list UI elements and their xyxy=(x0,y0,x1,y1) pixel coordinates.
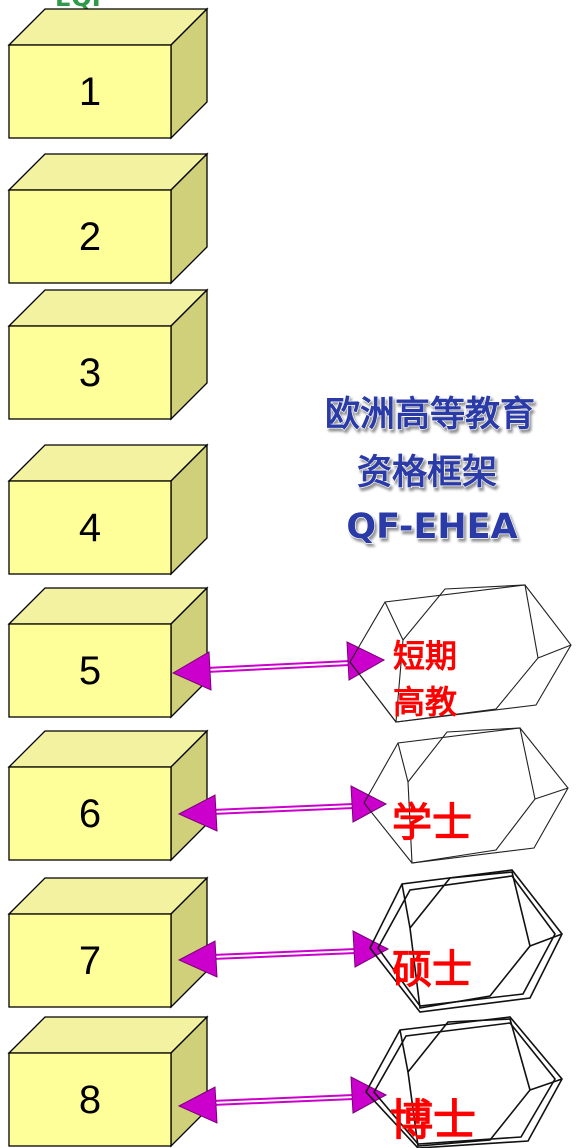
level-box-2: 2 xyxy=(7,152,209,285)
level-box-label: 4 xyxy=(79,506,101,550)
level-box-label: 5 xyxy=(79,649,101,693)
mapping-arrow-6 xyxy=(177,785,388,832)
level-box-label: 7 xyxy=(79,939,101,983)
hex-label-6: 学士 xyxy=(392,800,472,846)
level-box-3: 3 xyxy=(7,288,209,421)
hex-label-7: 硕士 xyxy=(392,947,472,993)
level-box-8: 8 xyxy=(7,1015,209,1148)
qf-ehea-title: 欧洲高等教育 资格框架 QF-EHEA xyxy=(324,394,535,547)
hex-prism-8 xyxy=(365,1016,563,1148)
qf-ehea-title-line1: 欧洲高等教育 xyxy=(325,395,535,435)
level-box-1: 1 xyxy=(7,7,209,140)
level-box-label: 2 xyxy=(79,215,101,259)
hex-prism-5 xyxy=(349,584,572,723)
level-box-7: 7 xyxy=(7,876,209,1009)
level-box-label: 3 xyxy=(79,351,101,395)
hex-prism-7 xyxy=(369,869,563,1013)
hex-label-5-line1: 短期 xyxy=(393,637,457,675)
level-box-4: 4 xyxy=(7,443,209,576)
level-box-6: 6 xyxy=(7,729,209,862)
mapping-arrow-8 xyxy=(177,1076,388,1124)
level-box-label: 8 xyxy=(79,1078,101,1122)
qf-ehea-title-line3: QF-EHEA xyxy=(346,507,517,547)
level-box-label: 1 xyxy=(79,70,101,114)
hex-label-8: 博士 xyxy=(390,1096,476,1146)
hex-prism-6 xyxy=(363,727,569,864)
level-box-5: 5 xyxy=(7,586,209,719)
hex-label-5-line2: 高教 xyxy=(393,683,457,721)
level-box-label: 6 xyxy=(79,792,101,836)
qf-ehea-title-line2: 资格框架 xyxy=(357,453,497,493)
mapping-arrow-7 xyxy=(177,930,390,978)
